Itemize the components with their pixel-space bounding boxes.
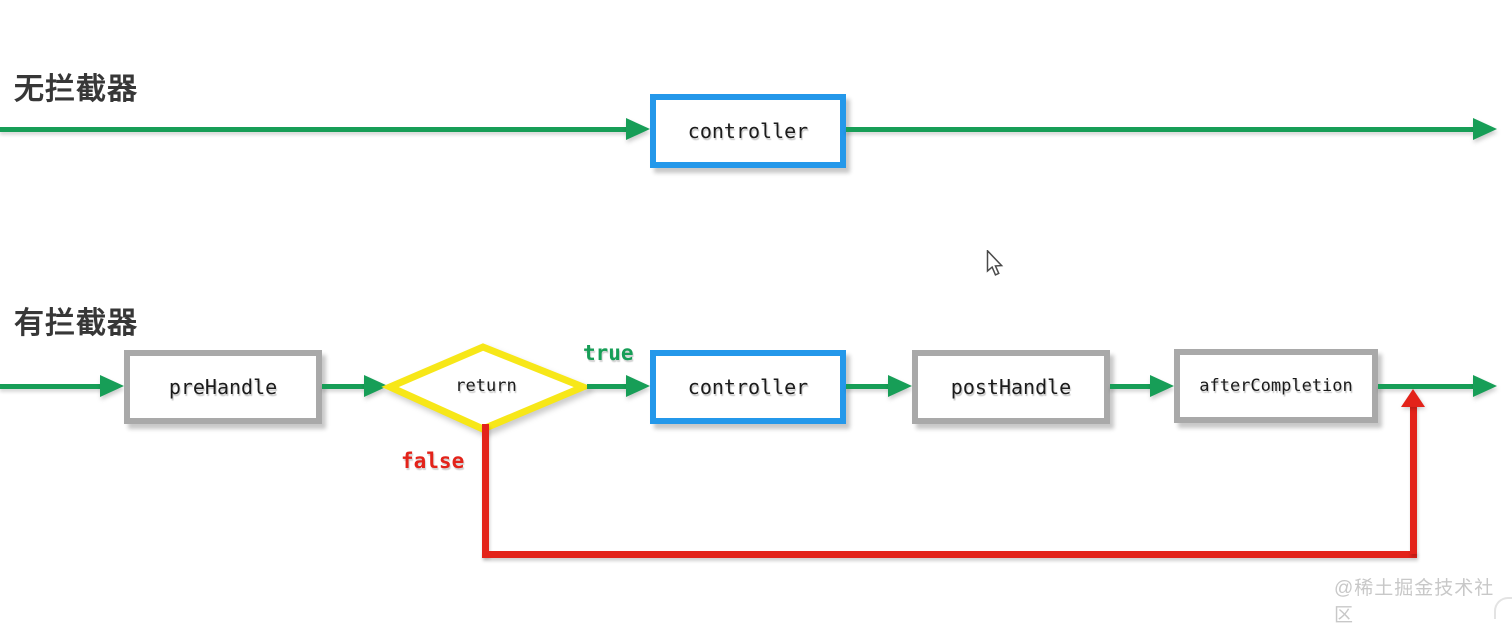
node-aftercompletion: afterCompletion [1174,349,1378,423]
node-aftercompletion-label: afterCompletion [1199,376,1353,396]
flow2-line-decision-to-controller [587,384,628,389]
flow2-arrowhead-controller-icon [626,375,650,397]
node-prehandle-label: preHandle [168,375,278,399]
flow2-arrowhead-end-icon [1473,375,1497,397]
flow2-line-start [0,384,102,389]
node-posthandle: postHandle [912,350,1110,424]
flow1-line-right [846,127,1473,132]
flow2-arrowhead-decision-icon [364,375,388,397]
section-title-no-interceptor: 无拦截器 [14,73,138,106]
node-controller-top-label: controller [687,119,809,143]
flow2-arrowhead-after-icon [1150,375,1174,397]
false-path-arrowhead-up-icon [1401,389,1425,407]
node-prehandle: preHandle [124,350,322,424]
false-path-bottom [482,551,1417,558]
node-controller: controller [650,350,846,424]
branch-label-true: true [583,341,634,365]
section-title-with-interceptor: 有拦截器 [14,307,138,340]
flow2-line-end [1378,384,1473,389]
false-path-up [1410,404,1417,554]
decision-diamond [381,343,591,433]
flow2-arrowhead-start-icon [100,375,124,397]
flow1-line-left [0,127,630,132]
false-path-down [482,424,489,556]
flow2-arrowhead-post-icon [888,375,912,397]
branch-label-false: false [401,449,465,473]
flow1-arrowhead-left-icon [626,118,650,140]
node-posthandle-label: postHandle [950,375,1072,399]
mouse-cursor-icon [986,248,1004,282]
node-controller-label: controller [687,375,809,399]
flow1-arrowhead-right-icon [1473,118,1497,140]
flow2-line-controller-to-post [846,384,890,389]
watermark: @稀土掘金技术社区 [1334,578,1495,626]
flow2-line-post-to-after [1110,384,1152,389]
flow2-line-pre-to-decision [322,384,366,389]
node-controller-top: controller [650,94,846,168]
decision-diamond-label: return [455,376,517,396]
corner-artifact [1494,597,1512,619]
